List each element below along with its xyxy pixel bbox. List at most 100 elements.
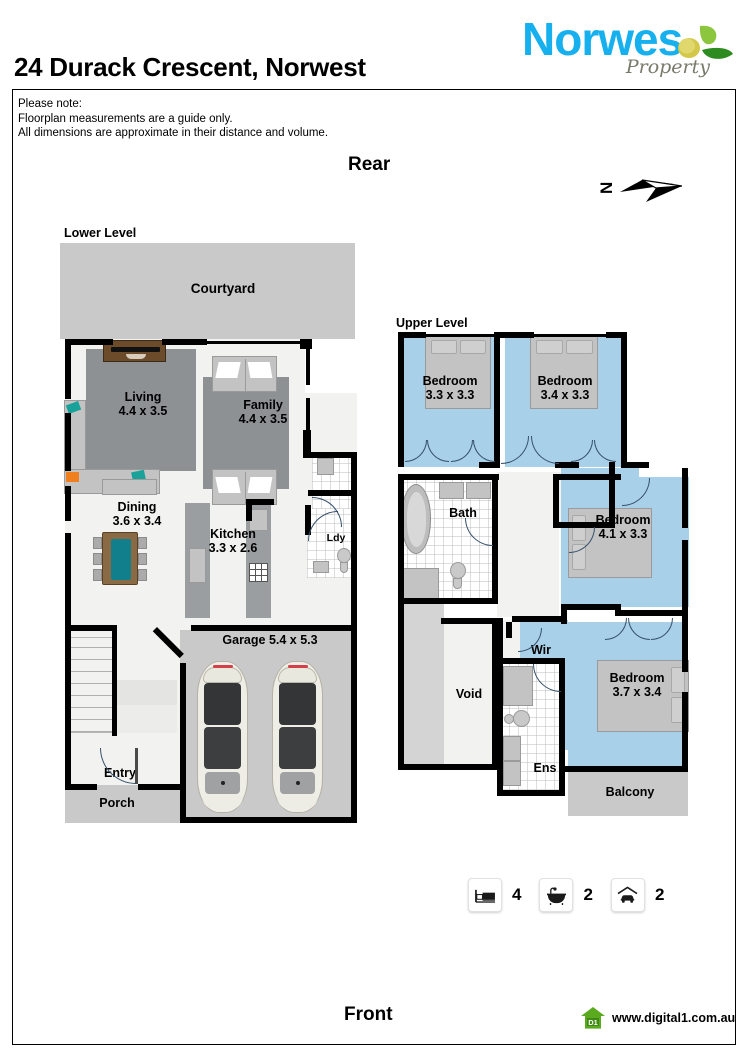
dining-table xyxy=(102,532,138,585)
wall-lower-kitchen-h xyxy=(246,499,274,505)
family-dims: 4.4 x 3.5 xyxy=(238,411,288,426)
logo-wordmark: Norwes xyxy=(522,13,683,65)
toilet-icon xyxy=(336,548,352,574)
staircase xyxy=(68,637,115,733)
wall-up-right-c xyxy=(682,540,688,610)
zone-void-shade xyxy=(398,604,444,769)
wall-up-h1-b xyxy=(555,462,579,468)
laundry-appliance xyxy=(317,458,334,475)
bed-4 xyxy=(597,660,689,732)
bedroom-2-dims: 3.4 x 3.3 xyxy=(540,387,590,402)
rear-label: Rear xyxy=(348,154,391,175)
upper-level-label: Upper Level xyxy=(396,316,468,330)
wall-up-nook-v xyxy=(609,462,615,528)
bedroom-4-name: Bedroom xyxy=(609,671,665,685)
digital1-footer[interactable]: D1 www.digital1.com.au xyxy=(580,1006,735,1030)
logo-tagline: Property xyxy=(625,56,710,78)
bed-1 xyxy=(425,336,491,409)
room-label-kitchen: Kitchen 3.3 x 2.6 xyxy=(188,527,278,555)
wall-lower-mid-h xyxy=(65,625,117,631)
ens-vanity-2 xyxy=(503,761,521,786)
room-label-bath: Bath xyxy=(449,506,477,520)
wall-up-nook-h xyxy=(553,522,615,528)
wall-lower-right-b xyxy=(306,398,310,430)
kitchen-island xyxy=(185,503,210,618)
disclaimer-note: Please note: Floorplan measurements are … xyxy=(18,97,328,141)
wall-lower-left-e xyxy=(65,630,71,790)
wall-lower-top-left xyxy=(65,339,113,345)
tv-console xyxy=(103,340,166,362)
wall-lower-ldy-top xyxy=(308,490,357,496)
note-line-1: Please note: xyxy=(18,98,82,110)
living-ottoman xyxy=(102,479,157,495)
bed-icon xyxy=(468,878,502,912)
wall-up-mid-v xyxy=(494,332,500,467)
entry-door-leaf xyxy=(135,748,138,784)
stair-landing-2 xyxy=(115,705,177,733)
wall-up-top-e xyxy=(606,332,627,338)
wall-lower-garage-top xyxy=(191,625,357,631)
garage-icon xyxy=(610,878,645,912)
cushion-orange xyxy=(66,472,79,482)
ens-toilet-icon xyxy=(504,710,530,728)
wall-up-bath-l xyxy=(398,480,404,604)
norwest-logo: Norwes Property xyxy=(514,8,734,86)
svg-text:D1: D1 xyxy=(588,1018,598,1027)
room-label-garage: Garage 5.4 x 5.3 xyxy=(222,633,318,647)
wall-up-ens-b xyxy=(497,790,565,796)
bath-shower xyxy=(401,568,439,600)
wall-up-void-b xyxy=(398,764,498,770)
dining-dims: 3.6 x 3.4 xyxy=(112,513,162,528)
stair-landing xyxy=(115,680,177,705)
room-label-bedroom-2: Bedroom 3.4 x 3.3 xyxy=(521,374,609,402)
wall-up-wir-l xyxy=(497,618,503,666)
kitchen-dims: 3.3 x 2.6 xyxy=(208,540,258,555)
wall-lower-left-b xyxy=(65,413,71,471)
bedroom-1-dims: 3.3 x 3.3 xyxy=(425,387,475,402)
wall-up-hall-r xyxy=(553,480,559,528)
kitchen-name: Kitchen xyxy=(210,527,256,541)
room-label-wir: Wir xyxy=(530,643,552,657)
wall-lower-top-mid xyxy=(162,339,207,345)
wall-up-bal-t xyxy=(565,766,688,772)
wall-up-void-r xyxy=(492,618,498,770)
wall-up-wir-t xyxy=(512,616,562,622)
living-name: Living xyxy=(124,390,162,404)
ens-vanity xyxy=(503,736,521,761)
wall-up-h1-d xyxy=(398,474,499,480)
room-label-bedroom-4: Bedroom 3.7 x 3.4 xyxy=(593,671,681,699)
wall-lower-left-c xyxy=(65,486,71,521)
zone-porch xyxy=(65,785,180,823)
dining-chair-1 xyxy=(93,537,102,549)
wall-up-ens-r xyxy=(559,658,565,796)
wall-lower-right-a xyxy=(306,345,310,385)
room-label-living: Living 4.4 x 3.5 xyxy=(98,390,188,418)
family-name: Family xyxy=(243,398,283,412)
wall-up-ens-t xyxy=(497,658,563,664)
room-label-dining: Dining 3.6 x 3.4 xyxy=(92,500,182,528)
note-line-2: Floorplan measurements are a guide only. xyxy=(18,112,233,125)
room-label-courtyard: Courtyard xyxy=(190,281,256,296)
wall-lower-hall-v xyxy=(305,505,311,535)
bed-count: 4 xyxy=(512,885,522,904)
wall-up-void-l xyxy=(398,598,404,770)
dining-chair-6 xyxy=(138,569,147,581)
footer-url[interactable]: www.digital1.com.au xyxy=(612,1011,736,1025)
wall-up-left-a xyxy=(398,332,404,467)
room-label-ens: Ens xyxy=(533,761,557,775)
wall-lower-top-right xyxy=(300,339,312,349)
wall-up-right-b xyxy=(682,468,688,528)
wall-up-right-e xyxy=(682,692,688,770)
garage-count: 2 xyxy=(654,885,665,904)
living-dims: 4.4 x 3.5 xyxy=(118,403,168,418)
wall-up-void-t2 xyxy=(441,618,499,624)
amenity-strip: 4 2 2 xyxy=(468,878,676,912)
room-label-void: Void xyxy=(455,687,483,701)
wall-lower-stair-v xyxy=(112,631,117,736)
bedroom-2-name: Bedroom xyxy=(537,374,593,388)
ens-shower xyxy=(503,666,533,706)
lower-level-plan: Courtyard Living 4.4 x 3.5 Family 4.4 x … xyxy=(60,243,360,823)
room-label-balcony: Balcony xyxy=(605,785,655,799)
wall-lower-left-d xyxy=(65,533,71,630)
zone-void xyxy=(444,624,498,769)
